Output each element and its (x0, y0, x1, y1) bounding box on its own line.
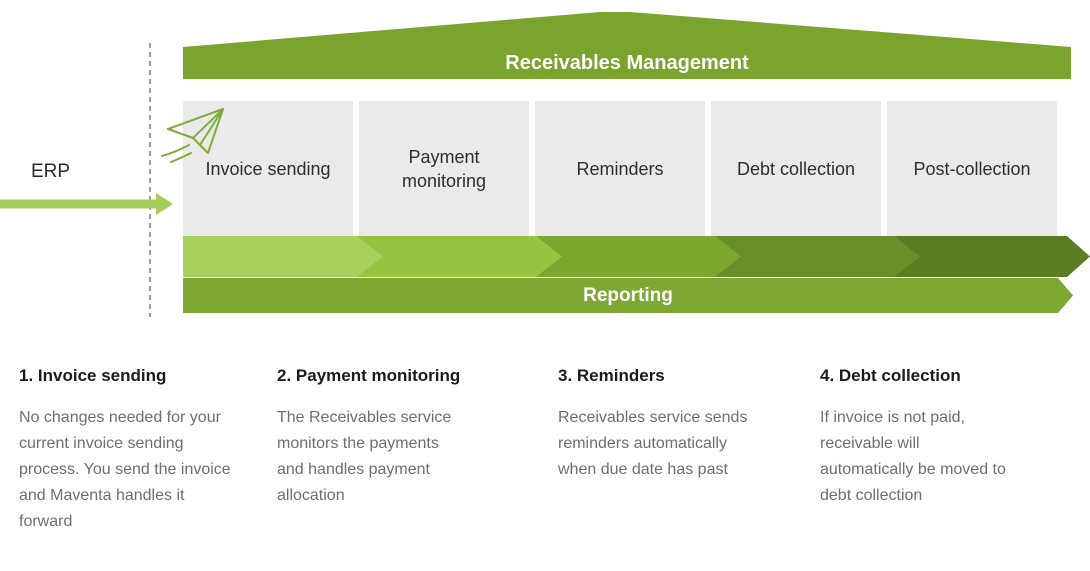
stage-label: Reminders (576, 158, 664, 179)
process-chevron-band (183, 236, 1090, 277)
note-body: The Receivables service monitors the pay… (277, 409, 452, 504)
note-title: 2. Payment monitoring (277, 366, 461, 385)
erp-label: ERP (31, 161, 71, 182)
note-body: Receivables service sends reminders auto… (558, 409, 748, 478)
stage-row: Invoice sending Payment monitoring Remin… (183, 101, 1057, 236)
stage-post-collection: Post-collection (887, 101, 1057, 236)
paper-plane-icon (161, 108, 224, 163)
stage-invoice-sending: Invoice sending (183, 101, 353, 236)
note-body: If invoice is not paid, receivable will … (820, 409, 1006, 504)
banner-title-text: Receivables Management (505, 52, 749, 74)
receivables-management-banner (183, 12, 1071, 79)
chevron-segment-4 (715, 236, 920, 277)
erp-separator-dashed-line (149, 43, 151, 317)
stage-debt-collection: Debt collection (711, 101, 881, 236)
stage-payment-monitoring: Payment monitoring (359, 101, 529, 236)
banner-title: Receivables Management (183, 12, 1071, 73)
note-payment-monitoring: 2. Payment monitoring The Receivables se… (277, 365, 519, 509)
note-invoice-sending: 1. Invoice sending No changes needed for… (19, 365, 271, 535)
stage-label: Payment monitoring (401, 146, 487, 191)
chevron-segment-1 (183, 236, 383, 277)
reporting-label: Reporting (183, 278, 1073, 313)
stage-label: Invoice sending (205, 158, 331, 179)
note-debt-collection: 4. Debt collection If invoice is not pai… (820, 365, 1072, 509)
stage-label: Debt collection (736, 158, 856, 179)
stage-reminders: Reminders (535, 101, 705, 236)
reporting-band (183, 278, 1073, 313)
note-title: 1. Invoice sending (19, 366, 167, 385)
note-title: 4. Debt collection (820, 366, 961, 385)
note-reminders: 3. Reminders Receivables service sends r… (558, 365, 808, 483)
reporting-label-text: Reporting (583, 284, 673, 306)
note-body: No changes needed for your current invoi… (19, 409, 231, 530)
chevron-segment-5 (894, 236, 1090, 277)
stage-label: Post-collection (913, 158, 1031, 179)
note-title: 3. Reminders (558, 366, 665, 385)
erp-arrow-icon (0, 193, 173, 215)
chevron-segment-2 (357, 236, 562, 277)
chevron-segment-3 (536, 236, 741, 277)
banner-shape (183, 12, 1071, 79)
reporting-shape (183, 278, 1073, 313)
